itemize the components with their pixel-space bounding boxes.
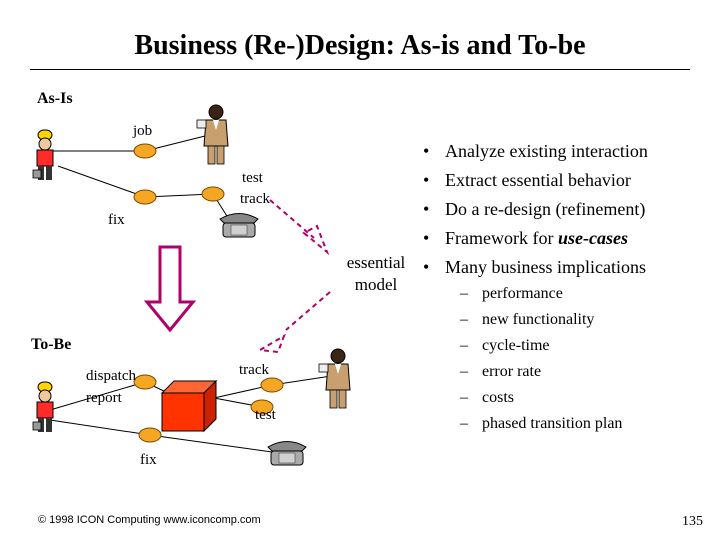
telephone-icon [219, 213, 259, 238]
as-is-heading: As-Is [37, 90, 73, 107]
bullet-item: •Framework for use-cases [423, 228, 628, 248]
store-icon [160, 379, 218, 433]
worker-icon [32, 381, 54, 433]
sub-bullet-item: –new functionality [460, 311, 595, 328]
event-icon [133, 143, 157, 159]
event-icon [133, 189, 157, 205]
to-be-heading: To-Be [31, 336, 72, 353]
title-divider [30, 69, 690, 70]
essential-model-line2: model [354, 275, 398, 294]
sub-bullet-item: –cycle-time [460, 337, 550, 354]
page-number: 135 [682, 514, 703, 529]
essential-model-label: essential model [336, 252, 416, 296]
event-icon [250, 399, 274, 415]
event-icon [133, 374, 157, 390]
sub-bullet-item: –costs [460, 389, 514, 406]
dashed-arrow-icon [269, 199, 330, 256]
page-title: Business (Re-)Design: As-is and To-be [134, 30, 586, 61]
event-icon [201, 186, 225, 202]
sub-bullet-item: –error rate [460, 363, 542, 380]
worker-icon [32, 129, 54, 181]
event-icon [138, 427, 162, 443]
use-cases-emphasis: use-cases [557, 228, 628, 248]
sub-bullet-item: –performance [460, 285, 563, 302]
telephone-icon [267, 441, 307, 466]
label-test: test [242, 170, 263, 186]
sub-bullet-list: –performance –new functionality –cycle-t… [460, 281, 622, 437]
bullet-list: •Analyze existing interaction •Extract e… [423, 137, 648, 282]
label-fix: fix [140, 452, 157, 468]
big-down-arrow-icon [143, 245, 197, 333]
footer-copyright: © 1998 ICON Computing www.iconcomp.com [38, 514, 261, 526]
bullet-item: •Many business implications [423, 257, 646, 277]
label-track: track [239, 362, 269, 378]
essential-model-line1: essential [346, 253, 406, 272]
sub-bullet-item: –phased transition plan [460, 415, 623, 432]
bullet-item: •Analyze existing interaction [423, 141, 648, 161]
label-report: report [86, 390, 122, 406]
bullet-item: •Do a re-design (refinement) [423, 199, 646, 219]
event-icon [260, 377, 284, 393]
label-track: track [240, 191, 270, 207]
bullet-item: •Extract essential behavior [423, 170, 631, 190]
dashed-arrow-icon [256, 291, 331, 354]
label-job: job [133, 123, 153, 139]
businessman-icon [196, 104, 229, 165]
label-dispatch: dispatch [86, 368, 136, 384]
businessman-icon [318, 348, 351, 409]
label-test: test [255, 407, 276, 423]
label-fix: fix [108, 212, 125, 228]
